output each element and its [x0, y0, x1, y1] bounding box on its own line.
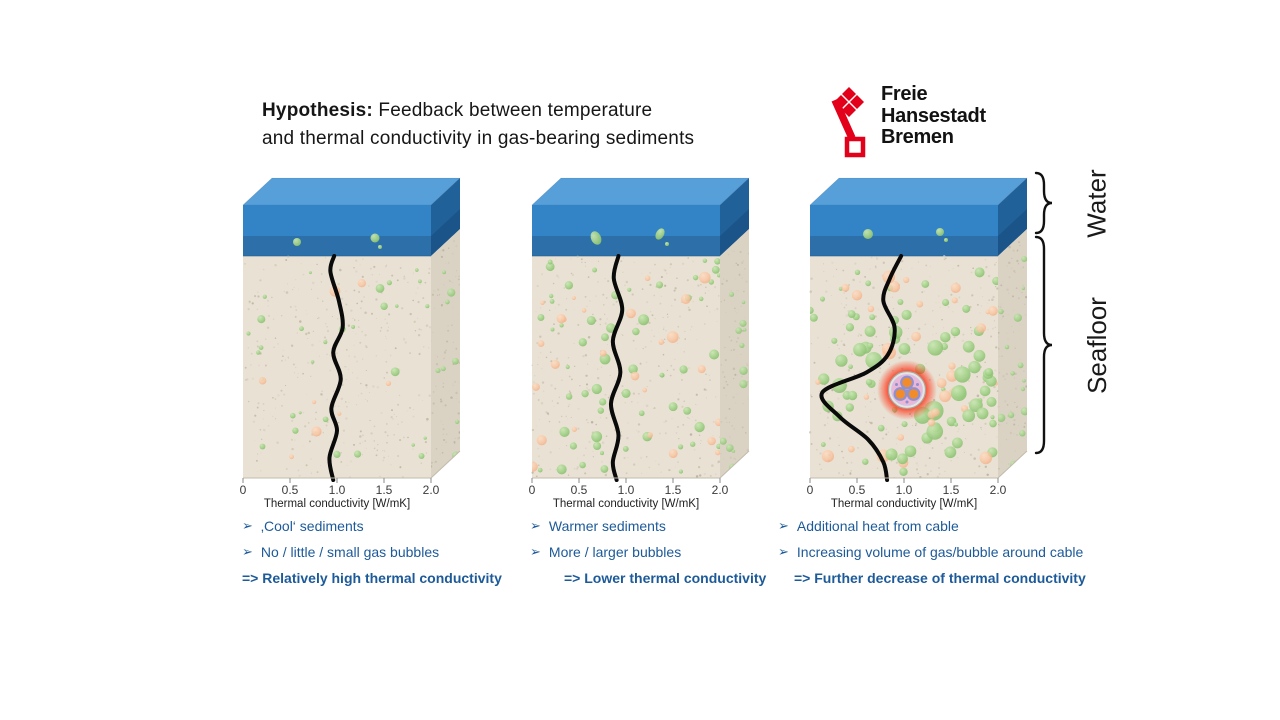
bullet-item: ➢ No / little / small gas bubbles: [242, 544, 552, 560]
bullet-list-warm: ➢ Warmer sediments ➢ More / larger bubbles =…: [530, 518, 800, 586]
title-line2: and thermal conductivity in gas-bearing …: [262, 127, 695, 149]
water-brace: [1034, 171, 1053, 235]
axis-tick-label: 1.5: [943, 483, 960, 497]
bullet-item: ➢ Increasing volume of gas/bubble around …: [778, 544, 1128, 560]
bremen-key-icon: [831, 87, 866, 158]
water-top-face: [242, 177, 461, 206]
water-front-face: [243, 205, 431, 236]
bullet-text: Increasing volume of gas/bubble around c…: [796, 544, 1084, 560]
axis-tick-label: 2.0: [423, 483, 440, 497]
bullet-text: Additional heat from cable: [796, 518, 959, 534]
arrow-bullet-icon: ➢: [242, 518, 253, 533]
water-label: Water: [1081, 168, 1112, 238]
axis-tick-label: 0.5: [571, 483, 588, 497]
bullet-item: ➢ Additional heat from cable: [778, 518, 1128, 534]
conductivity-profile-curve: [327, 254, 345, 482]
water-top-face: [809, 177, 1028, 206]
axis-tick-label: 0: [807, 483, 814, 497]
bullet-item: ➢ Warmer sediments: [530, 518, 800, 534]
bullet-text: Warmer sediments: [548, 518, 666, 534]
interface-bubbles: [293, 233, 382, 249]
bullet-item: ➢ ‚Cool‘ sediments: [242, 518, 552, 534]
bullet-text: More / larger bubbles: [548, 544, 682, 560]
axis-tick-label: 0: [240, 483, 247, 497]
axis-title: Thermal conductivity [W/mK]: [553, 498, 699, 510]
arrow-bullet-icon: ➢: [530, 544, 541, 559]
water-front-face: [532, 205, 720, 236]
axis-tick-label: 2.0: [712, 483, 729, 497]
bullet-item: ➢ More / larger bubbles: [530, 544, 800, 560]
speckle-texture: [243, 255, 432, 479]
axis-tick-label: 0: [529, 483, 536, 497]
bullet-text: ‚Cool‘ sediments: [260, 518, 364, 534]
bremen-logo: Freie Hansestadt Bremen: [816, 83, 986, 159]
axis-tick-label: 1.5: [376, 483, 393, 497]
interface-bubbles: [863, 228, 948, 242]
gas-bubble-layer: [532, 257, 720, 475]
sediment-front-face: [532, 256, 720, 478]
axis-tick-label: 1.5: [665, 483, 682, 497]
arrow-bullet-icon: ➢: [778, 544, 789, 559]
power-cable-icon: [877, 360, 937, 420]
seafloor-brace: [1034, 235, 1053, 455]
arrow-bullet-icon: ➢: [778, 518, 789, 533]
logo-line-2: Hansestadt: [881, 104, 986, 127]
seafloor-label: Seafloor: [1081, 296, 1112, 394]
conclusion-text: => Further decrease of thermal conductiv…: [794, 570, 1086, 586]
conductivity-profile-curve: [819, 254, 904, 482]
bullet-list-cool: ➢ ‚Cool‘ sediments ➢ No / little / small ga…: [242, 518, 552, 586]
slide-title: Hypothesis: Feedback between temperature…: [262, 97, 694, 152]
axis-tick-label: 2.0: [990, 483, 1007, 497]
title-line1: Feedback between temperature: [372, 100, 653, 121]
sediment-side-face: [998, 229, 1027, 478]
water-front-face: [810, 205, 998, 236]
arrow-bullet-icon: ➢: [530, 518, 541, 533]
bullet-text: No / little / small gas bubbles: [260, 544, 440, 560]
arrow-bullet-icon: ➢: [242, 544, 253, 559]
logo-line-3: Bremen: [881, 126, 954, 148]
logo-text: Freie Hansestadt Bremen: [881, 83, 986, 159]
axis-title: Thermal conductivity [W/mK]: [264, 498, 410, 510]
conclusion-text: => Relatively high thermal conductivity: [242, 570, 502, 586]
axis-tick-label: 0.5: [282, 483, 299, 497]
bullet-list-cable: ➢ Additional heat from cable ➢ Increasing v…: [778, 518, 1128, 586]
axis-tick-label: 1.0: [896, 483, 913, 497]
interface-bubbles: [590, 228, 669, 246]
conductivity-profile-curve: [608, 254, 625, 482]
axis-title: Thermal conductivity [W/mK]: [831, 498, 977, 510]
axis-tick-label: 1.0: [329, 483, 346, 497]
title-keyword: Hypothesis:: [262, 100, 373, 121]
axis-tick-label: 1.0: [618, 483, 635, 497]
logo-line-1: Freie: [881, 83, 928, 105]
conclusion-text: => Lower thermal conductivity: [564, 570, 767, 586]
water-top-face: [531, 177, 750, 206]
axis-tick-label: 0.5: [849, 483, 866, 497]
depth-braces: [1034, 171, 1053, 455]
